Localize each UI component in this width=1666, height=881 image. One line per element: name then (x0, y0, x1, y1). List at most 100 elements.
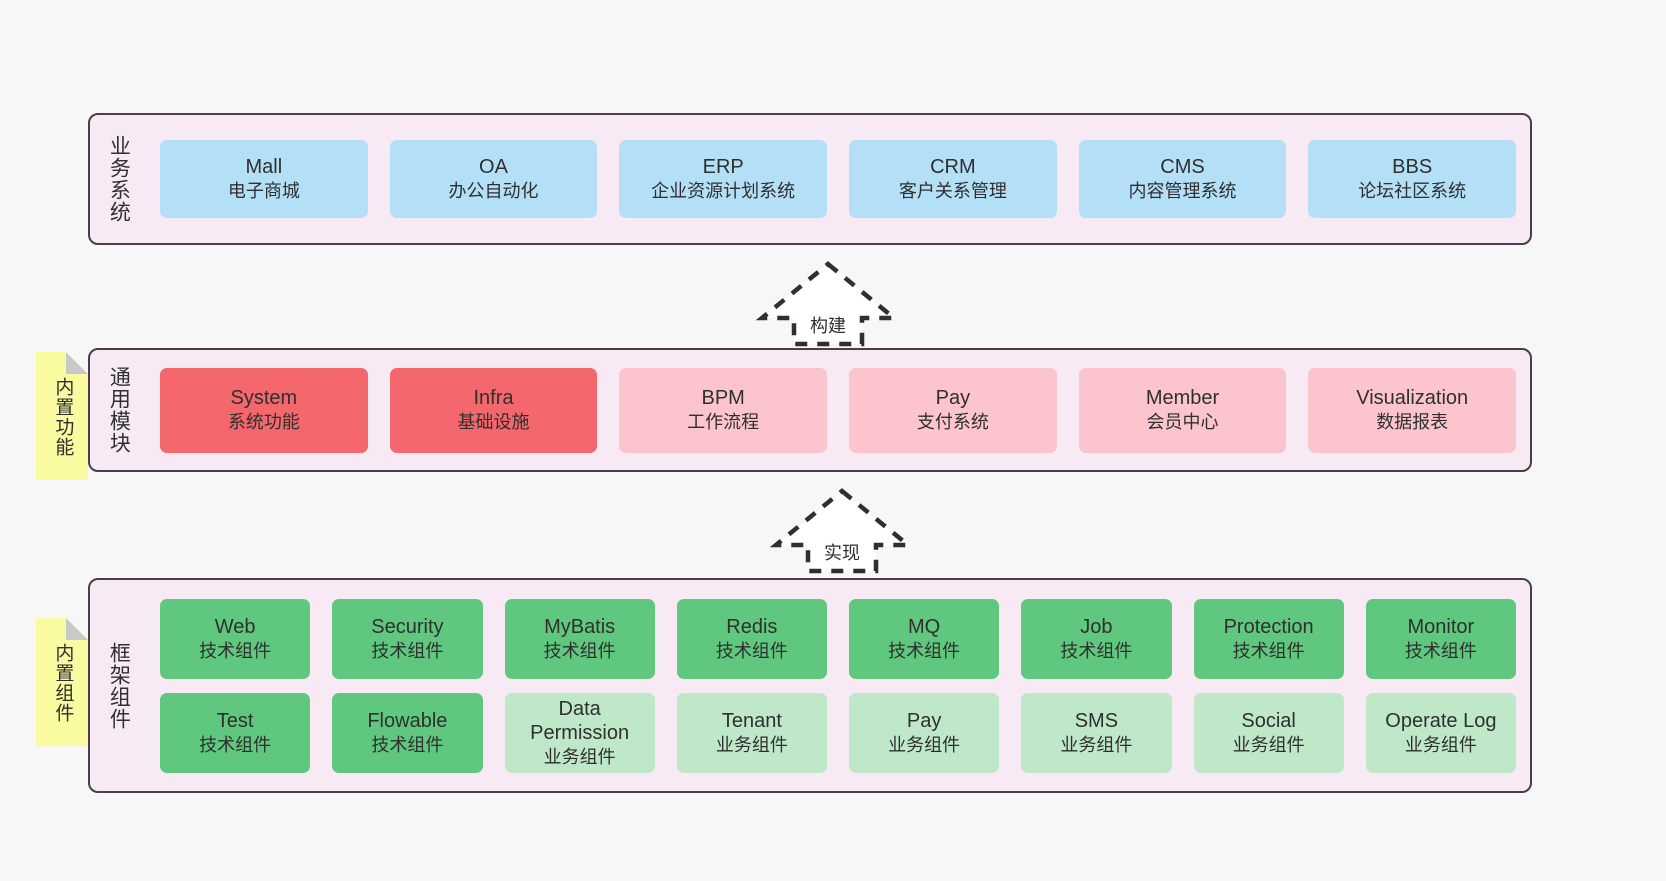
card-title: MQ (908, 615, 941, 638)
card-cms[interactable]: CMS 内容管理系统 (1078, 140, 1287, 218)
card-member[interactable]: Member 会员中心 (1078, 367, 1287, 453)
card-sms[interactable]: SMS 业务组件 (1021, 692, 1172, 773)
card-title: Tenant (721, 709, 782, 732)
card-subtitle: 技术组件 (199, 640, 272, 661)
note-label: 内置组件 (52, 643, 74, 723)
card-subtitle: 支付系统 (916, 412, 989, 433)
card-mall[interactable]: Mall 电子商城 (160, 140, 368, 218)
card-social[interactable]: Social 业务组件 (1193, 692, 1344, 773)
card-subtitle: 业务组件 (1404, 734, 1477, 755)
layer-body-framework-component: Web 技术组件 Security 技术组件 MyBatis 技术组件 Redi… (146, 580, 1530, 791)
card-subtitle: 业务组件 (1060, 734, 1133, 755)
card-system[interactable]: System 系统功能 (160, 367, 368, 453)
card-test[interactable]: Test 技术组件 (160, 692, 311, 773)
layer-body-common-module: System 系统功能 Infra 基础设施 BPM 工作流程 Pay 支付系统… (146, 350, 1530, 470)
card-operate-log[interactable]: Operate Log 业务组件 (1365, 692, 1516, 773)
card-title: MyBatis (544, 615, 616, 638)
card-subtitle: 办公自动化 (448, 181, 539, 202)
card-title: CRM (930, 156, 976, 179)
card-title: Infra (473, 387, 514, 410)
card-subtitle: 技术组件 (1060, 640, 1133, 661)
card-title: Monitor (1407, 615, 1475, 638)
card-title: System (230, 387, 298, 410)
card-pay-business[interactable]: Pay 业务组件 (849, 692, 1000, 773)
card-row: System 系统功能 Infra 基础设施 BPM 工作流程 Pay 支付系统… (160, 367, 1517, 453)
card-title: Social (1241, 709, 1296, 732)
card-job[interactable]: Job 技术组件 (1021, 598, 1172, 679)
card-title: Member (1145, 387, 1220, 410)
card-infra[interactable]: Infra 基础设施 (389, 367, 598, 453)
card-subtitle: 内容管理系统 (1128, 181, 1237, 202)
note-builtin-function[interactable]: 内置功能 (36, 352, 88, 480)
connector-build: 构建 (755, 261, 901, 347)
card-redis[interactable]: Redis 技术组件 (676, 598, 827, 679)
note-label: 内置功能 (52, 377, 74, 457)
note-builtin-component[interactable]: 内置组件 (36, 618, 88, 746)
card-monitor[interactable]: Monitor 技术组件 (1365, 598, 1516, 679)
card-title: Protection (1223, 615, 1314, 638)
card-crm[interactable]: CRM 客户关系管理 (849, 140, 1057, 218)
card-row: Mall 电子商城 OA 办公自动化 ERP 企业资源计划系统 CRM 客户关系… (160, 140, 1517, 218)
card-title: BPM (701, 387, 745, 410)
card-web[interactable]: Web 技术组件 (160, 598, 311, 679)
card-title: Test (216, 709, 254, 732)
card-title: Pay (935, 387, 971, 410)
card-protection[interactable]: Protection 技术组件 (1193, 598, 1344, 679)
card-title: Operate Log (1385, 709, 1497, 732)
card-subtitle: 技术组件 (543, 640, 616, 661)
card-subtitle: 客户关系管理 (898, 181, 1007, 202)
card-bbs[interactable]: BBS 论坛社区系统 (1308, 140, 1517, 218)
card-title: Flowable (367, 709, 448, 732)
card-title: BBS (1392, 156, 1433, 179)
card-security[interactable]: Security 技术组件 (332, 598, 483, 679)
card-row: Test 技术组件 Flowable 技术组件 Data Permission … (160, 692, 1516, 773)
card-erp[interactable]: ERP 企业资源计划系统 (619, 140, 828, 218)
layer-common-module: 通用模块 System 系统功能 Infra 基础设施 BPM 工作流程 Pay… (88, 348, 1532, 472)
layer-title-business-system: 业务系统 (107, 135, 131, 223)
card-oa[interactable]: OA 办公自动化 (389, 140, 598, 218)
layer-business-system: 业务系统 Mall 电子商城 OA 办公自动化 ERP 企业资源计划系统 CRM… (88, 113, 1532, 245)
card-title: OA (479, 156, 508, 179)
card-subtitle: 技术组件 (888, 640, 961, 661)
card-subtitle: 企业资源计划系统 (651, 181, 796, 202)
dashed-block-arrow-up-icon (755, 261, 901, 347)
card-bpm[interactable]: BPM 工作流程 (619, 367, 828, 453)
card-visualization[interactable]: Visualization 数据报表 (1308, 367, 1517, 453)
card-title: Mall (245, 156, 283, 179)
card-tenant[interactable]: Tenant 业务组件 (676, 692, 827, 773)
card-title: Data Permission (530, 697, 630, 745)
card-subtitle: 论坛社区系统 (1358, 181, 1467, 202)
card-mybatis[interactable]: MyBatis 技术组件 (504, 598, 655, 679)
folded-corner-icon (66, 352, 88, 374)
card-subtitle: 业务组件 (888, 734, 961, 755)
card-subtitle: 业务组件 (543, 747, 616, 768)
card-subtitle: 业务组件 (715, 734, 788, 755)
card-subtitle: 业务组件 (1232, 734, 1305, 755)
card-title: CMS (1160, 156, 1205, 179)
card-subtitle: 电子商城 (227, 181, 300, 202)
layer-title-framework-component: 框架组件 (107, 641, 131, 730)
card-subtitle: 基础设施 (457, 412, 530, 433)
card-subtitle: 技术组件 (1404, 640, 1477, 661)
card-pay[interactable]: Pay 支付系统 (849, 367, 1057, 453)
connector-implement: 实现 (769, 488, 915, 574)
card-title: Visualization (1356, 387, 1469, 410)
card-mq[interactable]: MQ 技术组件 (849, 598, 1000, 679)
layer-body-business-system: Mall 电子商城 OA 办公自动化 ERP 企业资源计划系统 CRM 客户关系… (146, 115, 1530, 243)
card-subtitle: 技术组件 (371, 640, 444, 661)
card-flowable[interactable]: Flowable 技术组件 (332, 692, 483, 773)
folded-corner-icon (66, 618, 88, 640)
card-subtitle: 技术组件 (371, 734, 444, 755)
card-title: ERP (702, 156, 744, 179)
card-subtitle: 系统功能 (227, 412, 300, 433)
card-title: Web (214, 615, 256, 638)
dashed-block-arrow-up-icon (769, 488, 915, 574)
card-data-permission[interactable]: Data Permission 业务组件 (504, 692, 655, 773)
card-title: Job (1080, 615, 1113, 638)
layer-title-common-module: 通用模块 (107, 366, 131, 454)
card-subtitle: 技术组件 (1232, 640, 1305, 661)
card-row: Web 技术组件 Security 技术组件 MyBatis 技术组件 Redi… (160, 598, 1516, 679)
layer-framework-component: 框架组件 Web 技术组件 Security 技术组件 MyBatis 技术组件… (88, 578, 1532, 793)
card-title: Pay (906, 709, 942, 732)
